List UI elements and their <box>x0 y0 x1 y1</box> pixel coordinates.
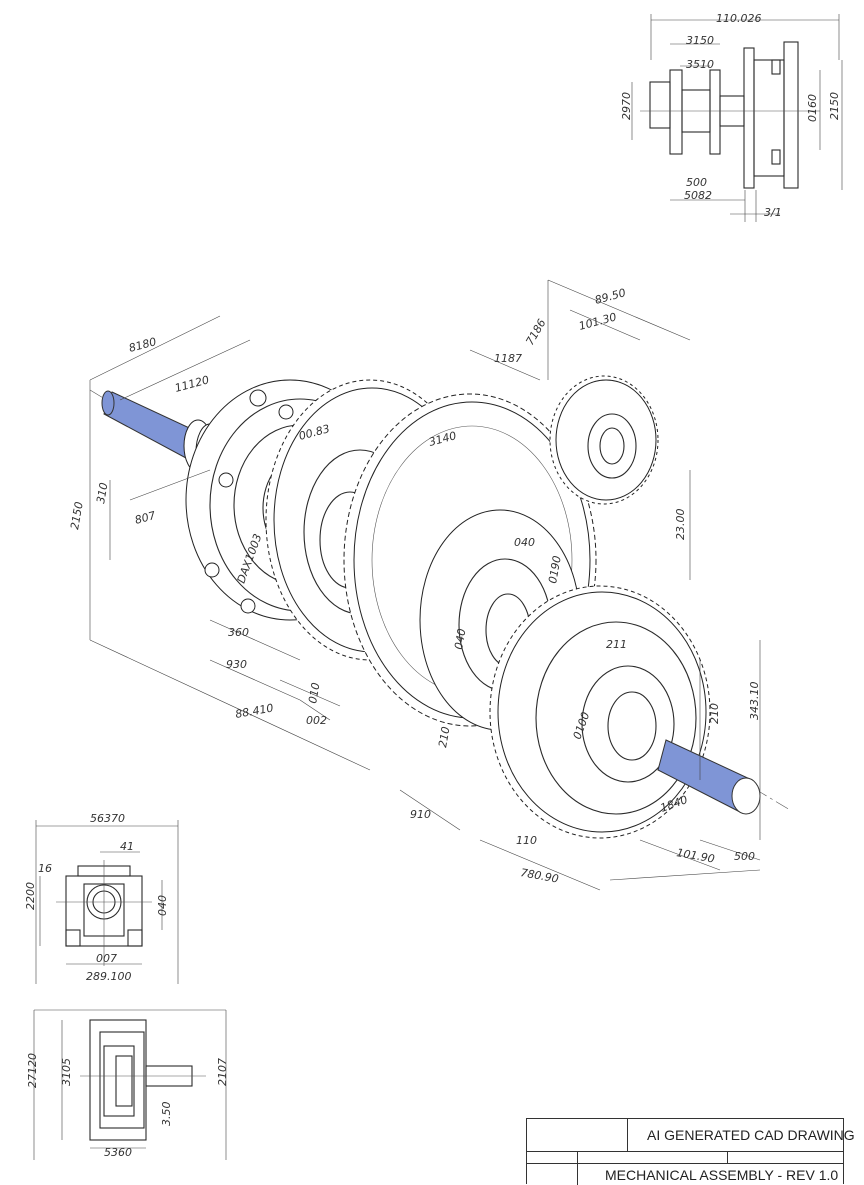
iso-dim-310: 310 <box>94 482 110 505</box>
front-right-dim: 2107 <box>216 1058 229 1086</box>
iso-dim-g: 040 <box>452 628 468 651</box>
output-shaft <box>657 739 761 815</box>
iso-dim-010: 010 <box>306 682 322 705</box>
drawing-subtitle: MECHANICAL ASSEMBLY - REV 1.0 <box>605 1167 839 1183</box>
title-row: AI GENERATED CAD DRAWING <box>527 1119 855 1152</box>
side-41-dim: 41 <box>120 840 134 853</box>
top-bottom-c-dim: 3/1 <box>764 206 782 219</box>
top-d1-dim: 3150 <box>686 34 714 47</box>
front-bottom-dim: 5360 <box>104 1146 132 1159</box>
iso-dim-8180: 8180 <box>127 335 157 355</box>
front-small-dim: 3.50 <box>160 1102 173 1127</box>
iso-dim-002: 002 <box>306 714 327 727</box>
front-view: 27120 3105 2107 3.50 5360 <box>26 1009 229 1160</box>
drawing-title: AI GENERATED CAD DRAWING <box>647 1127 855 1143</box>
iso-dim-360: 360 <box>228 626 249 639</box>
top-bottom-b-dim: 5082 <box>684 189 712 202</box>
iso-dim-e: 211 <box>606 638 627 651</box>
title-block: AI GENERATED CAD DRAWING MECHANICAL ASSE… <box>526 1118 855 1185</box>
side-bottom-dim: 289.100 <box>86 970 132 983</box>
top-d2-dim: 3510 <box>686 58 714 71</box>
top-right-a-dim: 0160 <box>806 94 819 122</box>
side-top-dim: 56370 <box>90 812 125 825</box>
side-left-dim: 2200 <box>24 882 37 910</box>
iso-dim-1010: 101.30 <box>577 310 618 333</box>
iso-dim-3370: 343.10 <box>748 682 761 721</box>
top-overall-dim: 110.026 <box>716 12 762 25</box>
iso-dim-210: 210 <box>708 703 721 724</box>
subtitle-row: MECHANICAL ASSEMBLY - REV 1.0 <box>527 1163 843 1185</box>
isometric-assembly: 8180 11120 2150 310 807 360 930 88.410 0… <box>68 279 791 891</box>
iso-dim-786: 7186 <box>523 317 548 348</box>
gear-small-top <box>549 375 659 505</box>
top-left-dim: 2970 <box>620 92 633 120</box>
iso-dim-d: 0190 <box>546 555 564 585</box>
iso-dim-2300: 23.00 <box>674 509 687 541</box>
iso-dim-2150: 2150 <box>68 501 86 531</box>
side-inner-dim: 007 <box>96 952 117 965</box>
front-inner-dim: 3105 <box>60 1058 73 1086</box>
iso-dim-1120: 11120 <box>173 373 210 395</box>
iso-dim-1090: 101.90 <box>675 846 715 865</box>
iso-dim-210b: 210 <box>436 726 452 749</box>
iso-dim-110: 110 <box>516 834 537 847</box>
side-right-dim: 040 <box>156 895 169 916</box>
iso-dim-807: 807 <box>133 509 157 527</box>
side-16-dim: 16 <box>38 862 52 875</box>
gear-output <box>489 585 711 839</box>
iso-dim-8950: 89.50 <box>593 286 627 307</box>
side-view: 56370 41 16 2200 040 007 289.100 <box>24 812 179 984</box>
spacer-row <box>527 1151 843 1164</box>
top-right-b-dim: 2150 <box>828 92 841 120</box>
top-bottom-a-dim: 500 <box>686 176 707 189</box>
iso-dim-930: 930 <box>226 658 247 671</box>
iso-dim-1187: 1187 <box>494 352 522 365</box>
iso-dim-c: 040 <box>514 536 535 549</box>
iso-dim-500: 500 <box>734 850 755 863</box>
iso-dim-7090: 780.90 <box>519 866 559 885</box>
top-view: 110.026 3150 3510 2970 0160 2150 500 508… <box>620 12 843 222</box>
iso-dim-910: 910 <box>410 808 431 821</box>
iso-dim-8840: 88.410 <box>234 701 274 720</box>
front-left-dim: 27120 <box>26 1053 39 1088</box>
